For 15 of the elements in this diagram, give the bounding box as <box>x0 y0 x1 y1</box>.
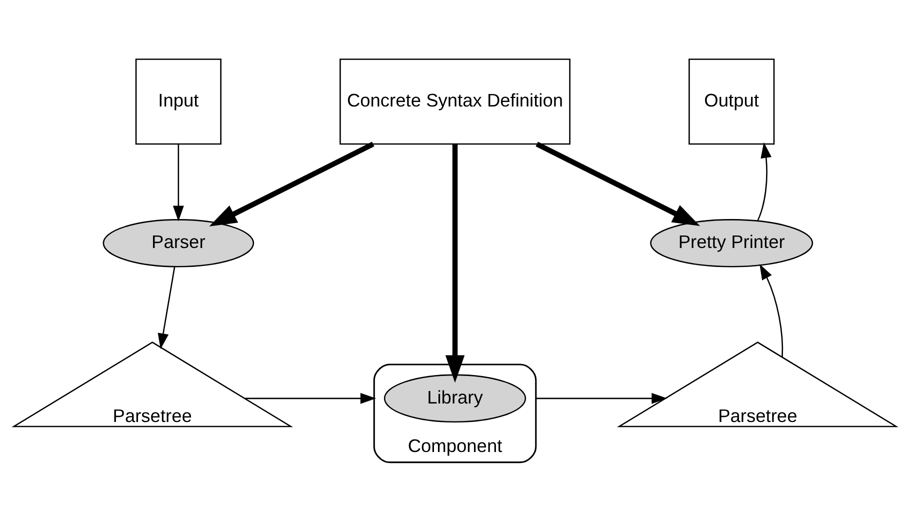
arrow <box>445 144 465 383</box>
arrow <box>760 264 784 358</box>
arrow <box>209 142 374 226</box>
node-ellipse: Library <box>384 374 526 423</box>
node-box: Concrete Syntax Definition <box>340 58 570 145</box>
node-box: Output <box>688 58 775 145</box>
arrow <box>245 392 376 404</box>
arrow <box>158 266 176 350</box>
arrow <box>536 142 700 226</box>
node-box: Input <box>135 58 222 145</box>
node-ellipse: Parser <box>102 219 254 268</box>
arrow <box>757 142 772 221</box>
arrow <box>536 392 668 404</box>
arrow <box>172 144 184 222</box>
node-ellipse: Pretty Printer <box>650 219 814 268</box>
